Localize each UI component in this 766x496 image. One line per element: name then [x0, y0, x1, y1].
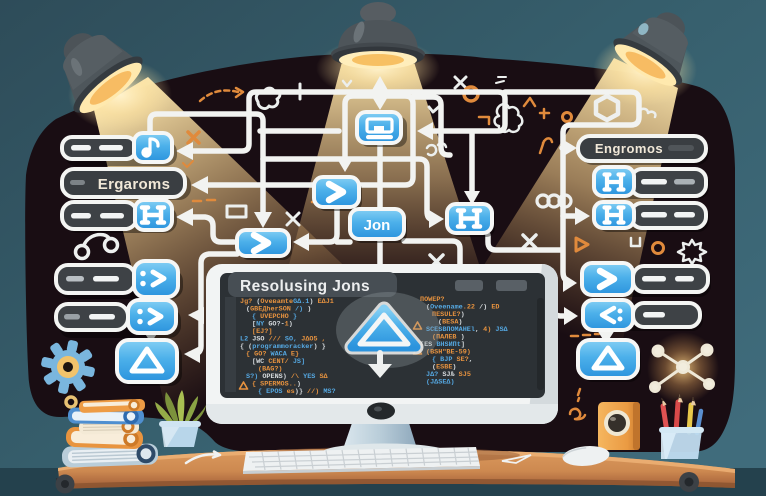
svg-text:{ (prоgrammоracker) }: { (prоgrammоracker) } [240, 343, 326, 351]
svg-text:(Oveеname.22 /) ЕD: (Oveеname.22 /) ЕD [426, 304, 499, 312]
svg-text:[WС CENT/ JS]: [WС CENT/ JS] [252, 358, 305, 366]
svg-text:Jon: Jon [364, 217, 391, 234]
svg-text:S?) OPENS) /\ YES ЅΔ: S?) OPENS) /\ YES ЅΔ [246, 373, 329, 381]
svg-text:ПESULЕ?): ПESULЕ?) [432, 311, 465, 319]
svg-text:ЅCЕЅВПОМАНЕl, 4) ЈЅΔ: ЅCЕЅВПОМАНЕl, 4) ЈЅΔ [426, 326, 509, 334]
svg-text:(BESА): (BESА) [438, 319, 463, 327]
svg-text:{ EPОS es)} //) МЅ?: { EPОS es)} //) МЅ? [258, 388, 336, 396]
svg-text:Resolusing Jons: Resolusing Jons [240, 278, 370, 295]
svg-text:{ UVEРCHO }: { UVEРCHO } [252, 313, 297, 321]
svg-text:[EJ?]: [EJ?] [252, 328, 272, 336]
svg-text:{ ЅPERМOS..): { ЅPERМOS..) [252, 381, 301, 389]
svg-text:(ЕЅВЕ): (ЕЅВЕ) [432, 364, 457, 372]
svg-text:(GВЕДherSON /) ): (GВЕДherSON /) ) [246, 306, 311, 314]
svg-text:L2 JSО /// SO, ЈΔО5 ,: L2 JSО /// SO, ЈΔО5 , [240, 336, 326, 344]
svg-text:(ЈΔЅЕΔ): (ЈΔЅЕΔ) [426, 379, 455, 387]
svg-text:[ЕЅ ВНЅИПt]: [ЕЅ ВНЅИПt] [420, 341, 465, 349]
svg-text:ПOWEР?: ПOWEР? [420, 296, 444, 304]
svg-text:ЈΔ? ЅЈЉ ЅЈ5: ЈΔ? ЅЈЉ ЅЈ5 [426, 371, 471, 379]
svg-text:Ergaroms: Ergaroms [98, 176, 170, 193]
svg-text:(ВЅН″BЕ-59): (ВЅН″BЕ-59) [426, 349, 471, 357]
svg-text:{ GO? WACА E}: { GO? WACА E} [246, 351, 299, 359]
svg-text:[NY GO?-1): [NY GO?-1) [252, 321, 293, 329]
svg-text:Jg? (OvевamteGΔ.1) ЕΔЈ1: Jg? (OvевamteGΔ.1) ЕΔЈ1 [240, 298, 334, 306]
svg-text:(ПАЛЕВ ): (ПАЛЕВ ) [432, 334, 465, 342]
svg-text:Engromos: Engromos [595, 141, 663, 156]
svg-text:{ ВЈР ЅЕ?,: { ВЈР ЅЕ?, [432, 356, 473, 364]
svg-text:(BAG?): (BAG?) [258, 366, 282, 374]
